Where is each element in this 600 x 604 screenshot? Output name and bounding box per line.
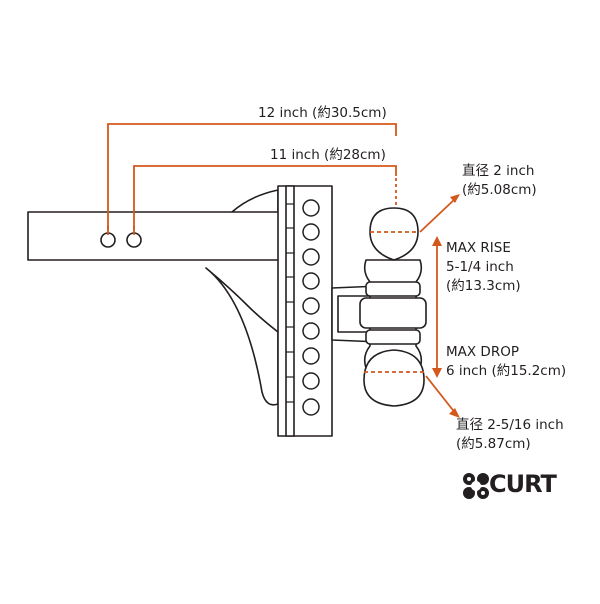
plate-hole — [302, 199, 320, 217]
plate-ticks — [286, 203, 294, 403]
top-ball-diameter-metric: (約5.08cm) — [462, 182, 537, 198]
curt-logo-text: CURT — [489, 470, 557, 498]
dimension-12in-label: 12 inch (約30.5cm) — [258, 105, 387, 121]
plate-hole — [302, 372, 320, 390]
plate-hole — [302, 398, 320, 416]
plate-hole — [302, 223, 320, 241]
drop-plate-edge — [285, 185, 295, 437]
arrowheads — [432, 194, 460, 418]
max-rise-value: 5-1/4 inch — [446, 259, 514, 275]
plate-holes — [302, 199, 320, 416]
max-rise-title: MAX RISE — [446, 240, 511, 256]
plate-hole — [302, 322, 320, 340]
ball-collar — [359, 297, 427, 329]
max-rise-metric: (約13.3cm) — [446, 278, 521, 294]
dimension-line-11in — [133, 165, 397, 232]
bottom-ball-leader — [425, 375, 457, 415]
max-drop-value: 6 inch (約15.2cm) — [446, 363, 567, 379]
ball-collar — [365, 281, 421, 297]
plate-hole — [302, 272, 320, 290]
plate-hole — [302, 347, 320, 365]
dimension-11in-label: 11 inch (約28cm) — [270, 147, 386, 163]
max-drop-title: MAX DROP — [446, 344, 519, 360]
dimension-line-12in — [107, 123, 397, 232]
top-ball-diameter-value: 直径 2 inch — [462, 163, 535, 179]
support-brace — [205, 267, 279, 406]
max-rise-label: MAX RISE 5-1/4 inch (約13.3cm) — [446, 239, 521, 296]
top-ball-leader — [419, 197, 457, 233]
max-drop-label: MAX DROP 6 inch (約15.2cm) — [446, 343, 566, 381]
curt-logo-icon — [463, 473, 489, 499]
ball-collar — [365, 329, 421, 345]
pin-hole — [126, 232, 142, 248]
pin-hole — [100, 232, 116, 248]
plate-hole — [302, 248, 320, 266]
top-ball — [369, 207, 419, 261]
bottom-ball-diameter-value: 直径 2-5/16 inch — [456, 417, 564, 433]
bottom-ball-diameter-label: 直径 2-5/16 inch (約5.87cm) — [456, 416, 564, 454]
bottom-ball-diameter-metric: (約5.87cm) — [456, 436, 531, 452]
top-ball-diameter-label: 直径 2 inch (約5.08cm) — [462, 162, 537, 200]
plate-hole — [302, 297, 320, 315]
bottom-ball — [363, 349, 425, 407]
receiver-shank — [27, 211, 291, 261]
